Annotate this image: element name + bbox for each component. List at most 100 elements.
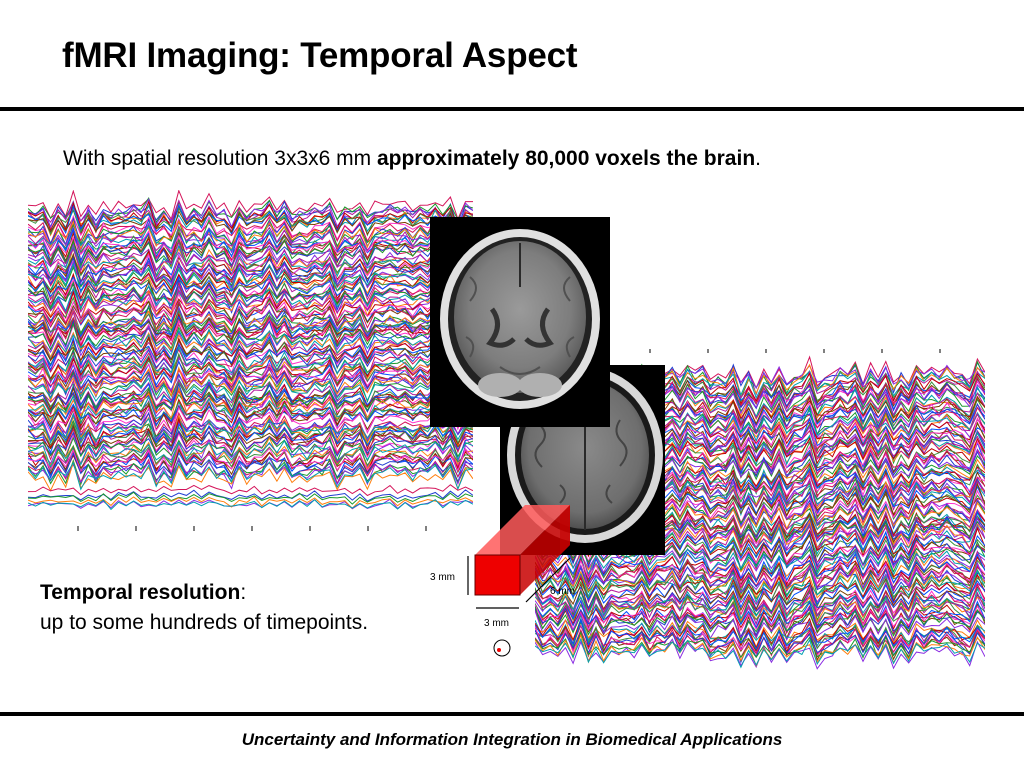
top-divider: [0, 107, 1024, 111]
right-trace: [535, 561, 985, 594]
left-trace: [28, 387, 473, 421]
right-trace: [535, 610, 985, 643]
left-trace: [28, 436, 473, 471]
left-trace: [28, 342, 473, 374]
depth-dimension: [525, 557, 571, 603]
left-trace: [28, 444, 473, 472]
right-trace: [535, 551, 985, 584]
left-trace: [28, 319, 473, 356]
left-trace: [28, 366, 473, 403]
left-trace: [28, 278, 473, 311]
voxel-front-face: [474, 554, 521, 596]
voxel-marker-icon: [493, 639, 511, 657]
left-trace: [28, 262, 473, 295]
left-low-trace: [28, 499, 473, 511]
right-trace: [535, 618, 985, 652]
height-label: 3 mm: [430, 572, 455, 583]
left-trace: [28, 278, 473, 314]
subtitle-text: With spatial resolution 3x3x6 mm: [63, 147, 377, 170]
left-trace: [28, 316, 473, 354]
left-trace: [28, 216, 473, 246]
left-trace: [28, 377, 473, 402]
left-trace: [28, 244, 473, 278]
left-trace: [28, 243, 473, 276]
left-trace: [28, 356, 473, 387]
timeseries-plot-left: [28, 190, 473, 531]
slide-title: fMRI Imaging: Temporal Aspect: [62, 36, 578, 75]
left-trace: [28, 337, 473, 367]
left-trace: [28, 413, 473, 444]
left-low-trace: [28, 496, 473, 509]
left-trace: [28, 347, 473, 383]
right-trace: [535, 606, 985, 638]
left-trace: [28, 238, 473, 270]
left-trace: [28, 310, 473, 344]
subtitle-emphasis: approximately 80,000 voxels the brain: [376, 147, 756, 170]
right-trace: [535, 579, 985, 611]
footer-text: Uncertainty and Information Integration …: [241, 730, 783, 749]
right-trace: [535, 630, 985, 661]
left-trace: [28, 225, 473, 259]
right-trace: [535, 573, 985, 608]
right-trace: [535, 589, 985, 624]
right-trace: [535, 544, 985, 577]
left-trace: [28, 362, 473, 396]
left-trace: [28, 214, 473, 247]
left-trace: [28, 288, 473, 320]
left-trace: [28, 432, 473, 463]
left-low-trace: [28, 484, 473, 497]
left-trace: [28, 406, 473, 438]
voxel-side-face: [520, 505, 570, 595]
left-trace: [28, 401, 473, 434]
left-trace: [28, 322, 473, 354]
right-trace: [535, 540, 985, 574]
temporal-colon: :: [240, 581, 247, 604]
left-trace: [28, 219, 473, 254]
left-trace: [28, 197, 473, 233]
left-trace: [28, 382, 473, 418]
mri-slice-front: [430, 217, 610, 427]
left-trace: [28, 445, 473, 476]
left-trace: [28, 386, 473, 423]
left-trace: [28, 207, 473, 237]
left-trace: [28, 218, 473, 252]
depth-label: 6 mm: [550, 586, 575, 597]
temporal-text: up to some hundreds of timepoints.: [40, 611, 369, 634]
left-low-trace: [28, 491, 473, 505]
left-trace: [28, 229, 473, 263]
left-trace: [28, 272, 473, 300]
left-trace: [28, 273, 473, 300]
left-trace: [28, 352, 473, 388]
right-trace: [535, 594, 985, 630]
subtitle-period: .: [755, 147, 761, 170]
bottom-divider: [0, 712, 1024, 716]
right-trace: [535, 617, 985, 653]
left-trace: [28, 210, 473, 239]
left-trace: [28, 335, 473, 365]
left-trace: [28, 335, 473, 368]
left-trace: [28, 241, 473, 274]
left-trace: [28, 253, 473, 285]
temporal-heading: Temporal resolution: [40, 581, 241, 604]
left-trace: [28, 190, 473, 221]
left-trace: [28, 328, 473, 361]
left-trace: [28, 299, 473, 334]
left-trace: [28, 422, 473, 454]
left-trace: [28, 460, 473, 492]
temporal-note: Temporal resolution: up to some hundreds…: [40, 578, 368, 638]
left-trace: [28, 217, 473, 249]
subtitle: With spatial resolution 3x3x6 mm approxi…: [63, 147, 761, 171]
left-trace: [28, 281, 473, 311]
right-trace: [535, 591, 985, 626]
left-trace: [28, 382, 473, 416]
left-trace: [28, 227, 473, 262]
left-trace: [28, 345, 473, 383]
left-trace: [28, 455, 473, 490]
voxel-diagram: 3 mm 3 mm 6 mm: [430, 505, 575, 657]
left-trace: [28, 281, 473, 311]
left-trace: [28, 429, 473, 462]
left-trace: [28, 275, 473, 307]
left-trace: [28, 439, 473, 469]
left-trace: [28, 366, 473, 394]
left-trace: [28, 369, 473, 400]
